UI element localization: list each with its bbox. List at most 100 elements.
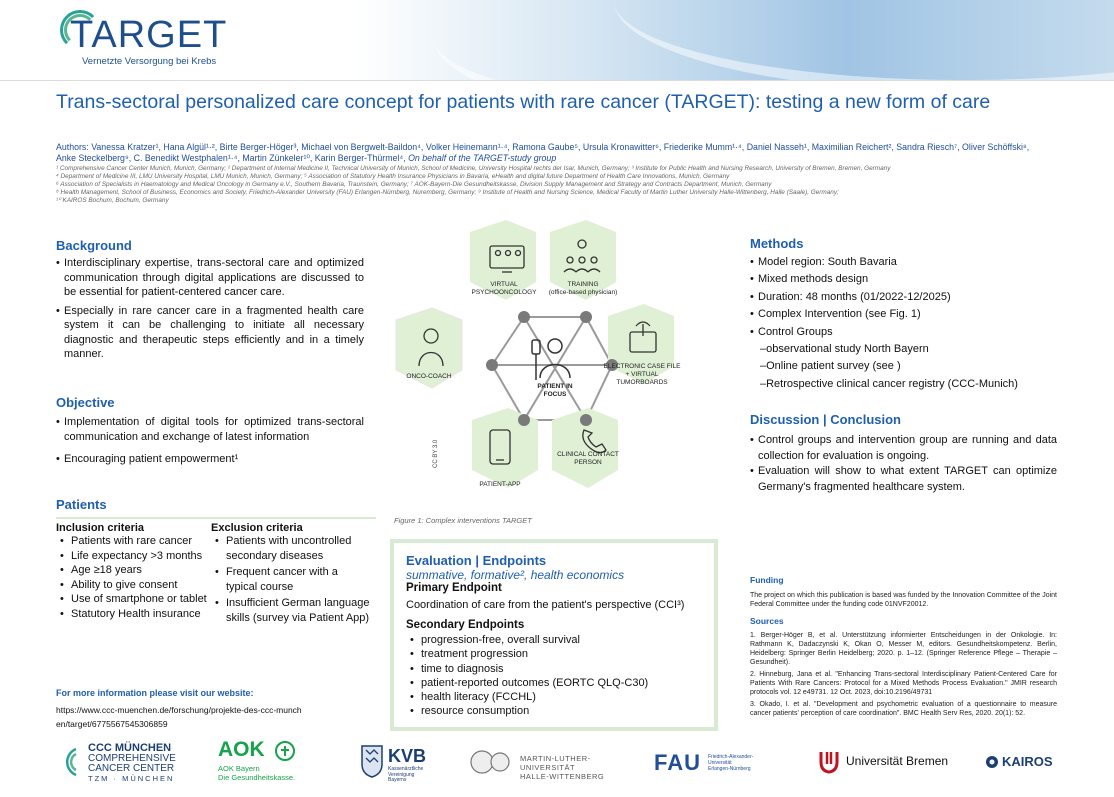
target-logo: TARGET Vernetzte Versorgung bei Krebs <box>60 10 226 70</box>
clinical-phone-icon <box>582 429 607 454</box>
node-dot <box>580 414 592 426</box>
aok-text: AOK <box>218 738 265 761</box>
poster-title: Trans-sectoral personalized care concept… <box>56 91 991 113</box>
list-item: progression-free, overall survival <box>406 633 706 648</box>
bremen-text: Universität Bremen <box>846 754 949 768</box>
background-list: Interdisciplinary expertise, trans-secto… <box>56 256 364 362</box>
list-item: Implementation of digital tools for opti… <box>56 415 364 444</box>
label-clinical-2: PERSON <box>574 459 602 466</box>
patients-section: Patients <box>56 497 376 512</box>
aok-sub-text: Die Gesundheitskasse. <box>218 773 296 782</box>
logo-arc-icon <box>60 10 100 50</box>
ccc-sub-text: COMPREHENSIVE <box>88 753 176 764</box>
list-item: Encouraging patient empowerment¹ <box>56 452 364 467</box>
connector-line <box>491 316 525 366</box>
list-item: health literacy (FCCHL) <box>406 690 706 705</box>
training-icon <box>577 239 587 249</box>
secondary-endpoint-list: progression-free, overall survival treat… <box>406 633 706 719</box>
label-virtual-1: VIRTUAL <box>490 281 518 288</box>
list-item: treatment progression <box>406 647 706 662</box>
kairos-star-icon <box>986 756 998 768</box>
label-training: TRAINING <box>567 281 598 288</box>
source-item: 3. Okado, I. et al. "Development and psy… <box>750 701 1057 717</box>
list-item: –Online patient survey (see ) <box>760 360 901 373</box>
more-info: For more information please visit our we… <box>56 688 376 731</box>
list-item: Control groups and intervention group ar… <box>750 433 1057 464</box>
diagram-icons <box>418 239 657 465</box>
list-item: Evaluation will show to what extent TARG… <box>750 464 1057 495</box>
hexagons <box>396 220 674 488</box>
evaluation-content: Evaluation | Endpoints summative, format… <box>406 553 706 719</box>
secondary-endpoint-heading: Secondary Endpoints <box>406 619 525 631</box>
label-clinical-1: CLINICAL CONTACT <box>557 451 619 458</box>
header-wave-background <box>354 0 1114 80</box>
list-item: Use of smartphone or tablet <box>56 592 210 607</box>
fau-sub-text: Friedrich-Alexander-Universität <box>708 754 754 766</box>
connector-line <box>523 316 587 421</box>
list-item: Life expectancy >3 months <box>56 549 210 564</box>
funding-section: Funding The project on which this public… <box>750 575 1057 609</box>
kvb-text: KVB <box>388 746 427 766</box>
affiliation-line: ¹⁰ KAIROS Bochum, Bochum, Germany <box>56 197 169 204</box>
aok-tree-icon <box>275 741 295 761</box>
node-dot <box>580 311 592 323</box>
primary-endpoint-heading: Primary Endpoint <box>406 582 502 594</box>
header: TARGET Vernetzte Versorgung bei Krebs <box>0 0 1114 80</box>
aok-sub-text: AOK Bayern <box>218 764 260 773</box>
kairos-text: KAIROS <box>1002 754 1053 769</box>
methods-list: Model region: South Bavaria Mixed method… <box>750 254 1060 393</box>
list-item: time to diagnosis <box>406 662 706 677</box>
authors-group: On behalf of the TARGET-study group <box>408 153 557 163</box>
label-coach: ONCO-COACH <box>406 373 451 380</box>
label-case-2: + VIRTUAL <box>626 371 659 378</box>
discussion-section: Discussion | Conclusion Control groups a… <box>750 412 1057 495</box>
mlu-seal-icon <box>470 750 510 774</box>
list-item: Especially in rare cancer care in a frag… <box>56 304 364 362</box>
list-item: Age ≥18 years <box>56 563 210 578</box>
evaluation-subheading: summative, formative², health economics <box>406 568 625 582</box>
background-section: Background Interdisciplinary expertise, … <box>56 238 364 362</box>
hex-outlines <box>395 307 463 389</box>
label-virtual-2: PSYCHOONCOLOGY <box>471 289 537 296</box>
node-dot <box>486 359 498 371</box>
header-divider <box>0 80 1114 81</box>
patient-in-focus-icon <box>531 338 571 380</box>
bremen-key-icon <box>819 752 839 774</box>
patients-divider <box>56 517 376 519</box>
list-item: patient-reported outcomes (EORTC QLQ-C30… <box>406 676 706 691</box>
discussion-list: Control groups and intervention group ar… <box>750 433 1057 495</box>
fau-sub-text: Erlangen-Nürnberg <box>708 766 751 772</box>
ccc-main-text: CCC MÜNCHEN <box>88 742 172 754</box>
inclusion-heading: Inclusion criteria <box>56 522 145 534</box>
ccc-arc-icon <box>66 747 77 777</box>
ccc-sub-text: CANCER CENTER <box>88 763 175 774</box>
monitor-icon <box>489 245 525 269</box>
label-case-1: ELECTRONIC CASE FILE <box>604 363 682 370</box>
list-item: Patients with rare cancer <box>56 534 210 549</box>
logo-arc-inner-icon <box>64 14 96 46</box>
discussion-heading: Discussion | Conclusion <box>750 412 901 427</box>
logo-subtitle: Vernetzte Versorgung bei Krebs <box>82 56 217 67</box>
evaluation-heading: Evaluation | Endpoints <box>406 553 547 568</box>
partner-logos: CCC MÜNCHEN COMPREHENSIVE CANCER CENTER … <box>0 738 1114 797</box>
aok-logo: AOK AOK Bayern Die Gesundheitskasse. <box>218 738 318 782</box>
mlu-text: MARTIN-LUTHER-UNIVERSITÄT <box>520 754 591 772</box>
hex-case-file <box>608 304 674 384</box>
affiliation-line: ⁴ Department of Medicine III, LMU Univer… <box>56 173 730 180</box>
phone-icon <box>489 429 511 465</box>
list-item: Statutory Health insurance <box>56 607 210 622</box>
source-item: 1. Berger-Höger B, et al. Unterstützung … <box>750 632 1057 666</box>
affiliation-line: ¹ Comprehensive Cancer Center Munich, Mu… <box>56 165 891 172</box>
list-item: Duration: 48 months (01/2022-12/2025) <box>750 289 1060 307</box>
methods-heading: Methods <box>750 236 804 251</box>
kvb-crest-icon <box>361 745 383 778</box>
sources-heading: Sources <box>750 616 784 626</box>
sources-section: Sources 1. Berger-Höger B, et al. Unters… <box>750 616 1057 718</box>
background-heading: Background <box>56 238 132 253</box>
website-link[interactable]: https://www.ccc-muenchen.de/forschung/pr… <box>56 705 302 729</box>
affiliations: ¹ Comprehensive Cancer Center Munich, Mu… <box>56 165 1046 205</box>
connector-line <box>491 364 525 421</box>
objective-heading: Objective <box>56 395 115 410</box>
hex-coach <box>396 308 462 388</box>
hex-app <box>472 408 538 488</box>
